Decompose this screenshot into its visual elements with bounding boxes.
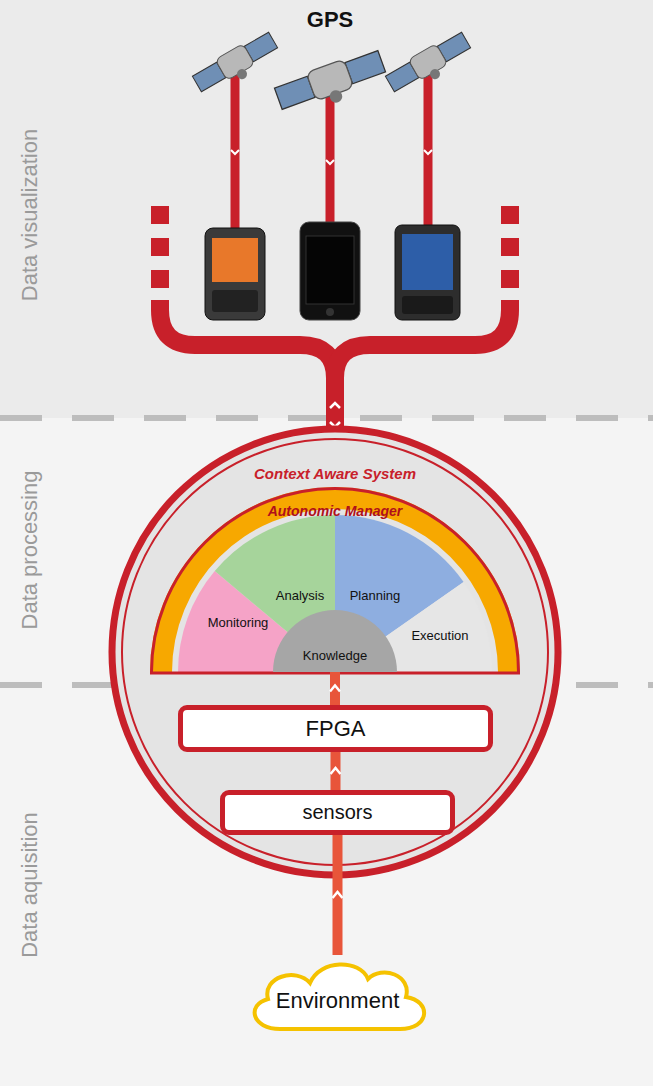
flow-line xyxy=(331,752,341,790)
mape-sector: Planning xyxy=(350,588,401,603)
flow-connector xyxy=(335,672,336,705)
manager-arch: Autonomic ManagerMonitoring Analysis Plann… xyxy=(150,485,520,677)
up-chevron xyxy=(330,403,340,408)
node-label: Environment xyxy=(276,988,400,1014)
gps-beam xyxy=(235,70,428,228)
phone xyxy=(300,222,360,320)
mape-sector: Analysis xyxy=(276,588,324,603)
label-holder: FPGA xyxy=(183,716,488,742)
node-label: FPGA xyxy=(306,716,366,742)
node-label: sensors xyxy=(302,801,372,824)
flow-line xyxy=(333,835,343,955)
node-label: Execution xyxy=(411,628,468,643)
label-holder: Context Aware System xyxy=(108,465,562,483)
process-box: sensors xyxy=(220,790,455,835)
flow-connector xyxy=(337,835,338,955)
flow-line xyxy=(330,672,340,705)
band-label: Data aquisition xyxy=(17,812,43,958)
knowledge-outline xyxy=(273,610,397,672)
circle-outline xyxy=(112,429,558,875)
node-label: Context Aware System xyxy=(254,465,416,482)
arch-band xyxy=(150,487,520,672)
mape-sector: Monitoring xyxy=(208,615,269,630)
satellite xyxy=(384,30,476,101)
node-label: Analysis xyxy=(276,588,324,603)
down-chevron xyxy=(231,150,432,164)
node-label: Knowledge xyxy=(303,648,367,663)
arrow-chevron xyxy=(331,768,341,774)
context-circle: Context Aware SystemAutonomic ManagerMon… xyxy=(108,425,562,879)
node-label: Autonomic Manager xyxy=(268,503,403,519)
satellite xyxy=(191,30,283,101)
environment-cloud: Environment xyxy=(240,955,435,1035)
process-box: FPGA xyxy=(178,705,493,752)
cloud-outline xyxy=(255,964,424,1029)
circle-inner-ring xyxy=(122,439,548,865)
arrow-chevron xyxy=(333,892,343,898)
arrow-chevron xyxy=(330,686,340,692)
band-label: Data visualization xyxy=(17,129,43,301)
band-label: Data processing xyxy=(17,471,43,630)
flow-connector xyxy=(335,752,336,790)
arch-outline xyxy=(152,489,519,673)
label-holder: Environment xyxy=(240,988,435,1014)
phone xyxy=(395,225,460,320)
satellite xyxy=(273,47,390,121)
phone xyxy=(205,228,265,320)
knowledge-base: Knowledge xyxy=(273,610,397,672)
node-label: Monitoring xyxy=(208,615,269,630)
label-holder: Knowledge xyxy=(273,646,397,664)
mape-sector: Execution xyxy=(411,628,468,643)
gps-label: GPS xyxy=(307,7,353,33)
node-label: Planning xyxy=(350,588,401,603)
label-holder: sensors xyxy=(225,801,450,824)
label-holder: Autonomic Manager xyxy=(150,502,520,520)
